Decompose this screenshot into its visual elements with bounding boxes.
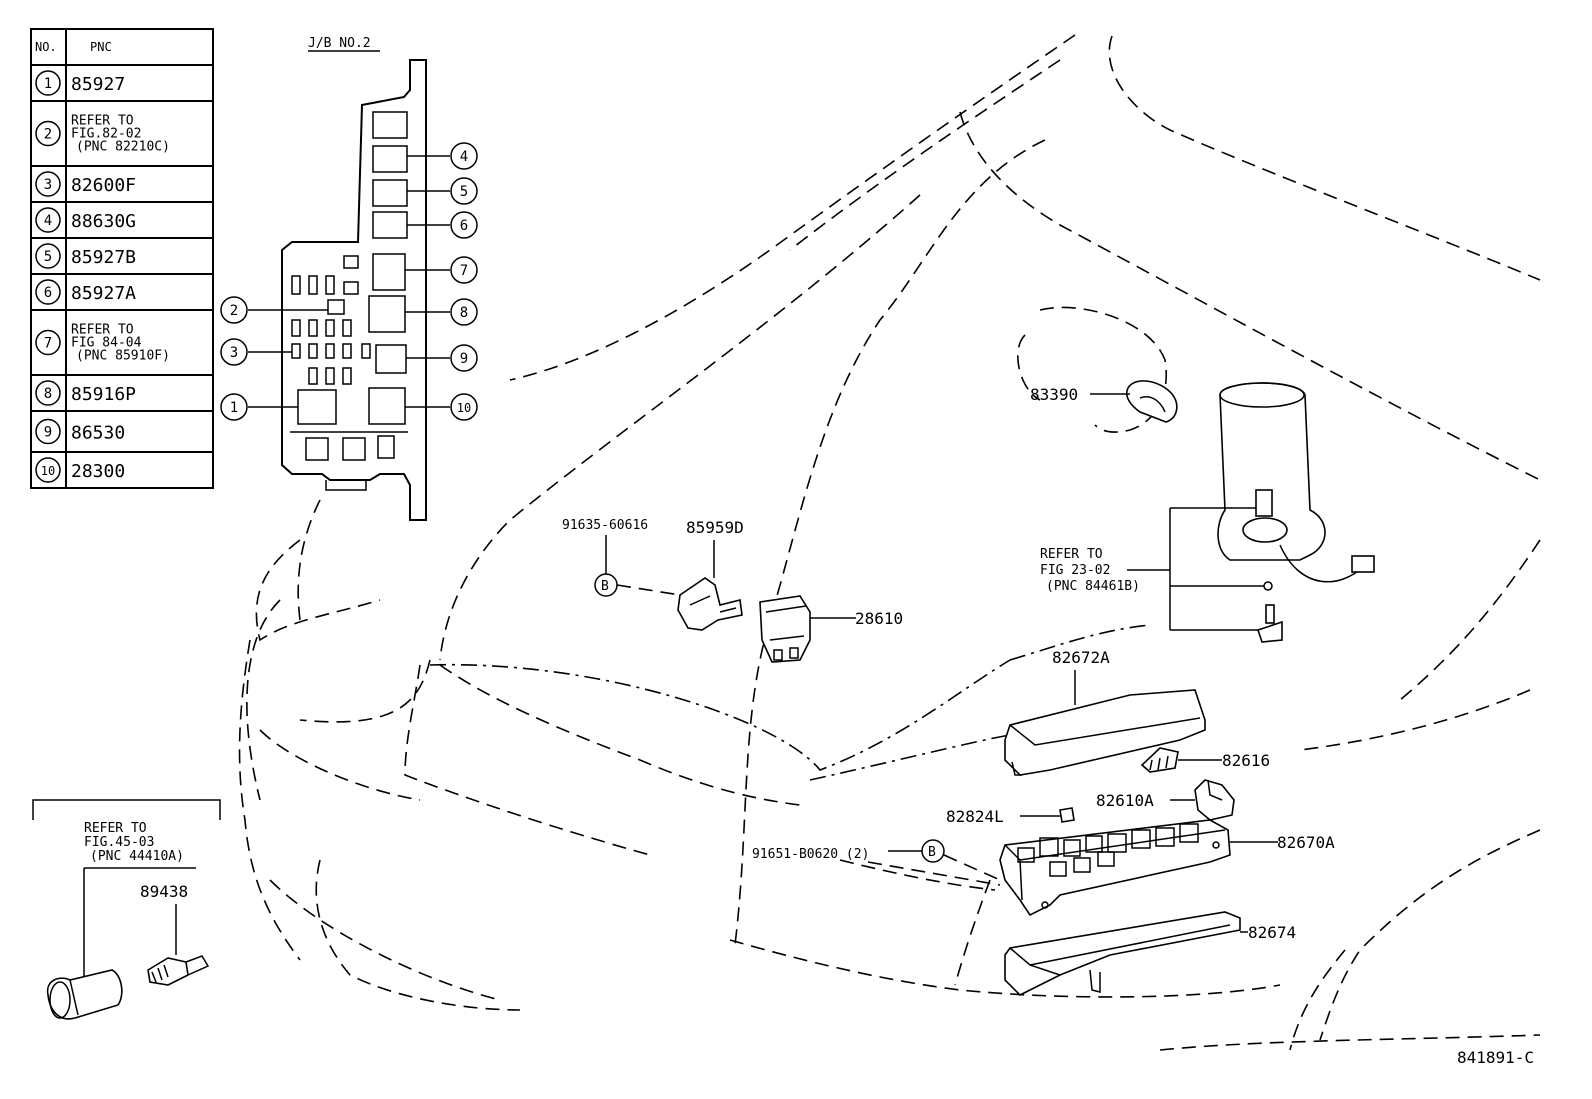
table-row-number-circle <box>35 418 61 445</box>
table-row-pnc: (PNC 82210C) <box>76 140 170 155</box>
label-refer-45-line1: REFER TO <box>84 821 147 836</box>
part-89438-group: REFER TO FIG.45-03 (PNC 44410A) 89438 <box>32 799 221 1020</box>
part-83390: 83390 <box>1030 380 1178 423</box>
table-header-pnc: PNC <box>90 40 112 54</box>
label-82672a: 82672A <box>1052 648 1110 667</box>
jb-callout-number: 1 <box>230 400 238 416</box>
table-row-number: 8 <box>44 386 52 402</box>
jb-callout-circle <box>450 256 478 284</box>
table-row-pnc: (PNC 85910F) <box>76 349 170 364</box>
table-row-pnc: 85927A <box>71 283 136 304</box>
label-82610a: 82610A <box>1096 791 1154 810</box>
table-row-number-circle <box>35 329 61 356</box>
table-row-number-circle <box>35 380 61 406</box>
jb-callout-circle <box>450 142 478 170</box>
jb-callout-number: 2 <box>230 303 238 319</box>
table-row-number-circle <box>35 207 61 233</box>
part-91651: 91651-B0620 (2) B <box>752 839 1001 886</box>
jb-callout-circle <box>220 393 248 421</box>
table-row-pnc: 88630G <box>71 211 136 232</box>
table-row-pnc: FIG 84-04 <box>71 336 142 351</box>
table-row-number: 6 <box>44 285 52 301</box>
table-row-number-circle <box>35 279 61 305</box>
table-row-number: 3 <box>44 177 52 193</box>
label-91651: 91651-B0620 (2) <box>752 847 869 862</box>
label-refer-45-line3: (PNC 44410A) <box>90 849 184 864</box>
label-91635: 91635-60616 <box>562 518 648 533</box>
table-row-number: 7 <box>44 336 52 352</box>
label-bolt-b2: B <box>928 845 936 860</box>
table-row-pnc: 28300 <box>71 461 125 482</box>
label-83390: 83390 <box>1030 385 1078 404</box>
label-refer-23-line2: FIG 23-02 <box>1040 563 1110 578</box>
jb-callout-number: 10 <box>457 401 471 415</box>
jb-callout-number: 8 <box>460 305 468 321</box>
jb-title: J/B NO.2 <box>308 36 371 51</box>
table-row-number-circle <box>35 70 61 96</box>
jb-callout-circle <box>450 211 478 239</box>
label-refer-23-line1: REFER TO <box>1040 547 1103 562</box>
table-row-number-circle <box>35 457 61 483</box>
jb-callout-circle <box>450 393 478 421</box>
label-refer-45-line2: FIG.45-03 <box>84 835 154 850</box>
label-89438: 89438 <box>140 882 188 901</box>
table-row-number: 10 <box>41 464 55 478</box>
table-row-number-circle <box>35 243 61 269</box>
label-82674: 82674 <box>1248 923 1296 942</box>
part-82824l: 82824L <box>946 807 1075 826</box>
table-row-pnc: REFER TO <box>71 323 134 338</box>
jb-callout-number: 3 <box>230 345 238 361</box>
figure-code: 841891-C <box>1457 1048 1534 1067</box>
table-row-number: 9 <box>44 425 52 441</box>
table-row-pnc: 86530 <box>71 423 125 444</box>
vehicle-body-outline <box>238 34 1541 1051</box>
jb-callout-number: 7 <box>460 263 468 279</box>
table-header-no: NO. <box>35 40 57 54</box>
table-row-number: 4 <box>44 213 52 229</box>
table-row-pnc: 85927 <box>71 74 125 95</box>
junction-block-no2: J/B NO.2 <box>220 36 478 521</box>
table-row-pnc: 85927B <box>71 247 136 268</box>
table-row-number-circle <box>35 120 61 147</box>
label-85959d: 85959D <box>686 518 744 537</box>
table-row-pnc: FIG.82-02 <box>71 127 141 142</box>
jb-callout-circle <box>220 338 248 366</box>
jb-callout-circle <box>220 296 248 324</box>
table-row-pnc: 85916P <box>71 384 136 405</box>
table-row-number-circle <box>35 171 61 197</box>
label-82616: 82616 <box>1222 751 1270 770</box>
table-row-number: 5 <box>44 249 52 265</box>
jb-callout-number: 4 <box>460 149 468 165</box>
label-82670a: 82670A <box>1277 833 1335 852</box>
jb-callout-number: 5 <box>460 184 468 200</box>
label-82824l: 82824L <box>946 807 1004 826</box>
part-82616: 82616 <box>1140 747 1270 773</box>
jb-callout-circle <box>450 177 478 205</box>
label-refer-23-line3: (PNC 84461B) <box>1046 579 1140 594</box>
jb-callout-circle <box>450 344 478 372</box>
part-washer-assembly: REFER TO FIG 23-02 (PNC 84461B) <box>1040 382 1375 643</box>
part-85959d-group: 91635-60616 B 85959D 28610 <box>562 518 903 663</box>
bolt-b-callout-2 <box>921 839 945 863</box>
table-row-pnc: 82600F <box>71 175 136 196</box>
table-row-pnc: REFER TO <box>71 114 134 129</box>
table-row-number: 2 <box>44 127 52 143</box>
part-82674: 82674 <box>1004 911 1296 996</box>
jb-callouts: 1 2 3 4 5 6 7 8 9 10 <box>220 142 478 421</box>
table-row-number: 1 <box>44 76 52 92</box>
jb-callout-number: 6 <box>460 218 468 234</box>
label-28610: 28610 <box>855 609 903 628</box>
jb-callout-circle <box>450 298 478 326</box>
jb-callout-number: 9 <box>460 351 468 367</box>
label-bolt-b1: B <box>601 579 609 594</box>
part-82672a: 82672A <box>1004 648 1206 776</box>
part-82670a: 82670A <box>999 819 1335 917</box>
part-82610a: 82610A <box>1096 779 1235 821</box>
